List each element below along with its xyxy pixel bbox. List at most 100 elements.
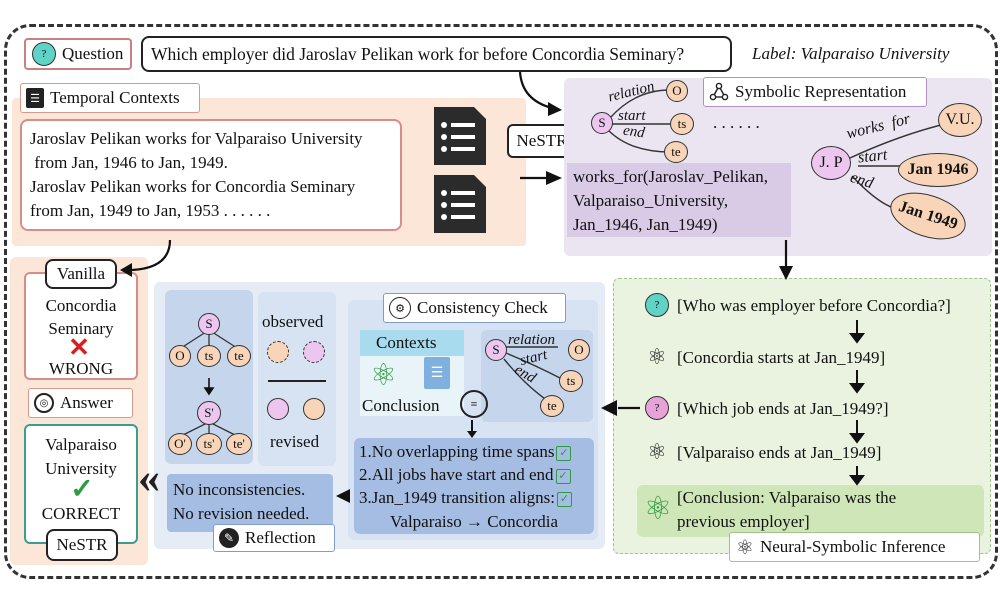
nestr-answer-line-1: Valparaiso [45, 435, 117, 454]
temporal-line-2: from Jan, 1946 to Jan, 1949. [30, 153, 228, 172]
tree-bottom-s: S' [197, 401, 221, 425]
consistency-node-s: S [485, 339, 507, 361]
atom-icon: ⚛ [736, 536, 754, 559]
checkmark-icon: ✓ [70, 474, 94, 505]
reflection-label: Reflection [245, 528, 316, 547]
nestr-answer-box [24, 424, 138, 544]
consistency-node-te: te [540, 395, 564, 417]
legend-divider [268, 380, 326, 382]
check-text-1: 1.No overlapping time spans [359, 442, 555, 461]
tree-bottom-te: te' [226, 433, 252, 455]
nestr-center-label: NeSTR [516, 131, 568, 150]
revised-node-peach [303, 398, 325, 420]
check-icon-2: ✓ [555, 468, 571, 484]
symbolic-tag: Symbolic Representation [703, 77, 927, 107]
predicate-line-1: works_for(Jaroslav_Pelikan, [573, 167, 768, 186]
temporal-text-box: Jaroslav Pelikan works for Valparaiso Un… [20, 119, 402, 231]
consistency-conclusion-label: Conclusion [362, 396, 440, 415]
symbolic-node-te: te [664, 141, 688, 163]
tree-top-te: te [227, 345, 251, 367]
legend-revised-label: revised [270, 432, 320, 451]
step-4-atom-icon: ⚛ [647, 439, 667, 464]
check-row-3: 3.Jan_1949 transition aligns:✓ [359, 486, 572, 510]
legend-observed-label: observed [262, 312, 324, 331]
document-icon: ☰ [26, 88, 44, 108]
tree-bottom-o: O' [168, 433, 192, 455]
magnifier-icon: ≡ [460, 390, 488, 418]
temporal-line-3: Jaroslav Pelikan works for Concordia Sem… [30, 177, 356, 196]
tree-bottom-ts: ts' [196, 433, 222, 455]
reflection-box: No inconsistencies. No revision needed. [167, 474, 333, 532]
consistency-node-ts: ts [559, 370, 583, 392]
symbolic-graph-edges [607, 89, 674, 153]
entity-node-start-date: Jan 1946 [898, 153, 978, 187]
observed-node-pink [303, 341, 325, 363]
check-icon-1: ✓ [556, 445, 572, 461]
pencil-icon: ✎ [219, 528, 239, 548]
legend-panel [258, 292, 336, 466]
question-label: Question [62, 44, 124, 63]
neural-step-2: [Concordia starts at Jan_1949] [677, 348, 886, 367]
gold-label: Label: Valparaiso University [752, 44, 950, 63]
conclusion-highlight [637, 485, 984, 537]
vanilla-answer-line-1: Concordia [45, 296, 117, 315]
question-text: Which employer did Jaroslav Pelikan work… [151, 44, 685, 64]
neural-label: Neural-Symbolic Inference [759, 537, 946, 556]
predicate-line-3: Jan_1946, Jan_1949) [573, 215, 718, 234]
neural-step-3: [Which job ends at Jan_1949?] [677, 399, 889, 418]
temporal-line-1: Jaroslav Pelikan works for Valparaiso Un… [30, 129, 363, 148]
observed-node-peach [267, 341, 289, 363]
temporal-tag: ☰ Temporal Contexts [20, 83, 200, 113]
consistency-label: Consistency Check [417, 298, 548, 317]
answer-label: Answer [60, 393, 113, 412]
step-2-atom-icon: ⚛ [647, 344, 667, 369]
check-row-1: 1.No overlapping time spans✓ [359, 440, 572, 464]
temporal-line-4: from Jan, 1949 to Jan, 1953 . . . . . . [30, 201, 271, 220]
cross-icon: ✕ [68, 333, 90, 362]
neural-step-1: [Who was employer before Concordia?] [677, 296, 951, 315]
vanilla-verdict: WRONG [48, 359, 114, 378]
nestr-answer-label: NeSTR [56, 535, 108, 554]
symbolic-node-o: O [666, 80, 688, 102]
consistency-contexts-label: Contexts [376, 333, 437, 352]
vanilla-answer-line-2: Seminary [48, 319, 114, 338]
temporal-label: Temporal Contexts [50, 88, 180, 107]
neural-conclusion-line-2: previous employer] [677, 512, 810, 531]
vanilla-tag: Vanilla [45, 259, 117, 289]
question-user-icon: ? [32, 42, 56, 66]
contexts-box [360, 330, 464, 356]
answer-tag: ◎ Answer [28, 388, 133, 418]
outer-frame [4, 24, 998, 579]
conclusion-atom-icon: ⚛ [643, 490, 673, 526]
symbolic-label: Symbolic Representation [735, 82, 907, 101]
entity-node-vu: V.U. [938, 103, 982, 137]
double-chevron-icon: « [138, 453, 160, 502]
nestr-answer-tag: NeSTR [46, 529, 118, 561]
question-tag: ? Question [24, 38, 132, 70]
target-icon: ◎ [34, 393, 54, 413]
question-box: Which employer did Jaroslav Pelikan work… [141, 36, 732, 72]
tree-top-ts: ts [197, 345, 221, 367]
symbolic-ellipsis: . . . . . . [713, 113, 760, 132]
neural-flow-arrows [849, 320, 865, 486]
reflection-tag: ✎ Reflection [213, 524, 335, 552]
neural-step-4: [Valparaiso ends at Jan_1949] [677, 443, 882, 462]
predicate-line-2: Valparaiso_University, [573, 191, 729, 210]
check-icon-3: ✓ [556, 491, 572, 507]
checks-box [354, 438, 594, 534]
reflection-line-1: No inconsistencies. [173, 480, 306, 499]
consistency-node-o: O [568, 339, 590, 361]
vanilla-label: Vanilla [56, 264, 106, 283]
consistency-check-icon: ⚙ [389, 297, 411, 319]
nestr-verdict: CORRECT [41, 504, 121, 523]
magnifier-arrow [467, 420, 477, 438]
consistency-edge-relation: relation [508, 332, 555, 348]
symbolic-node-ts: ts [670, 113, 694, 135]
tree-top-s: S [198, 313, 220, 335]
check-text-3: 3.Jan_1949 transition aligns: [359, 488, 555, 507]
revised-node-pink [267, 398, 289, 420]
consistency-document-icon: ☰ [424, 357, 450, 389]
entity-node-jp: J. P [811, 146, 851, 180]
graph-icon [709, 82, 729, 102]
